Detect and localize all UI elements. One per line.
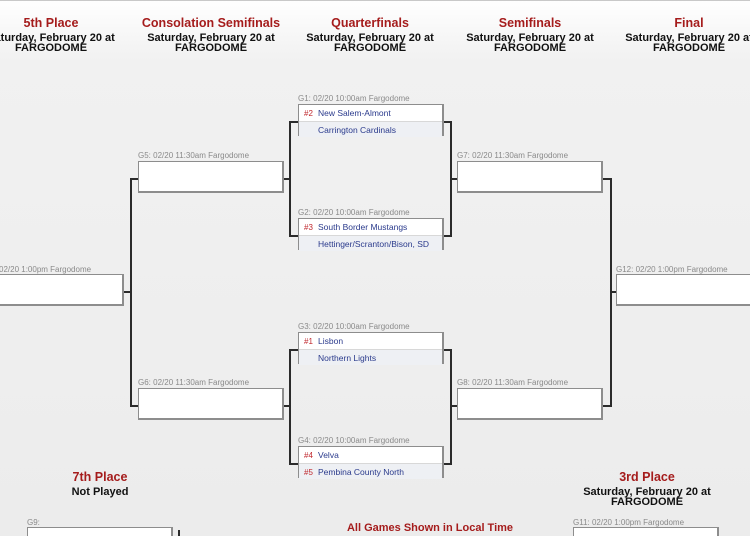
connector-line — [444, 463, 451, 465]
game-label-g6: G6: 02/20 11:30am Fargodome — [138, 378, 250, 387]
connector-line — [444, 235, 451, 237]
round-title-final: Final — [674, 16, 704, 30]
round-subtitle-quarterfinals: Saturday, February 20 at FARGODOME — [306, 32, 434, 54]
game-label-g5: G5: 02/20 11:30am Fargodome — [138, 151, 250, 160]
round-subtitle-final: Saturday, February 20 at FARGODOME — [625, 32, 750, 54]
team-seed: #5 — [304, 468, 313, 477]
team-seed: #4 — [304, 451, 313, 460]
connector-line — [610, 291, 616, 293]
team-name: Pembina County North — [318, 467, 404, 477]
game-label-g10: 02/20 1:00pm Fargodome — [0, 265, 92, 274]
connector-line — [178, 530, 180, 536]
connector-line — [290, 349, 298, 351]
connector-line — [284, 178, 290, 180]
round-title-semifinals: Semifinals — [498, 16, 562, 30]
round-title-3rd-place: 3rd Place — [619, 470, 675, 484]
connector-line — [450, 178, 457, 180]
team-name: New Salem-Almont — [318, 108, 391, 118]
round-subtitle-semifinals: Saturday, February 20 at FARGODOME — [466, 32, 594, 54]
connector-line — [289, 121, 291, 237]
game-label-g9: G9: — [27, 518, 40, 527]
round-subtitle-consolation-semifinals: Saturday, February 20 at FARGODOME — [147, 32, 275, 54]
game-box-g10[interactable] — [0, 274, 124, 306]
connector-line — [124, 291, 131, 293]
team-seed: #3 — [304, 223, 313, 232]
team-row[interactable]: Carrington Cardinals — [299, 121, 442, 137]
game-label-g4: G4: 02/20 10:00am Fargodome — [298, 436, 410, 445]
round-subtitle-7th-place: Not Played — [71, 486, 129, 498]
round-title-5th-place: 5th Place — [23, 16, 79, 30]
connector-line — [444, 349, 451, 351]
team-row[interactable]: Hettinger/Scranton/Bison, SD — [299, 235, 442, 251]
team-seed: #2 — [304, 109, 313, 118]
game-label-g2: G2: 02/20 10:00am Fargodome — [298, 208, 410, 217]
team-row[interactable]: #5 Pembina County North — [299, 463, 442, 479]
connector-line — [450, 405, 457, 407]
round-title-7th-place: 7th Place — [72, 470, 128, 484]
game-box-g3[interactable]: #1 Lisbon Northern Lights — [298, 332, 444, 365]
team-row[interactable]: #1 Lisbon — [299, 333, 442, 349]
round-title-quarterfinals: Quarterfinals — [331, 16, 409, 30]
connector-line — [290, 121, 298, 123]
game-box-g5[interactable] — [138, 161, 284, 193]
connector-line — [290, 463, 298, 465]
team-name: South Border Mustangs — [318, 222, 408, 232]
team-name: Velva — [318, 450, 339, 460]
team-row[interactable]: #4 Velva — [299, 447, 442, 463]
round-subtitle-3rd-place: Saturday, February 20 at FARGODOME — [583, 486, 711, 508]
game-label-g3: G3: 02/20 10:00am Fargodome — [298, 322, 410, 331]
team-row[interactable]: #2 New Salem-Almont — [299, 105, 442, 121]
connector-line — [131, 405, 138, 407]
team-seed: #1 — [304, 337, 313, 346]
connector-line — [450, 349, 452, 465]
connector-line — [130, 178, 132, 407]
game-box-g12[interactable] — [616, 274, 750, 306]
game-label-g1: G1: 02/20 10:00am Fargodome — [298, 94, 410, 103]
team-name: Carrington Cardinals — [318, 125, 396, 135]
connector-line — [284, 405, 290, 407]
game-label-g11: G11: 02/20 1:00pm Fargodome — [573, 518, 685, 527]
game-box-g6[interactable] — [138, 388, 284, 420]
game-box-g1[interactable]: #2 New Salem-Almont Carrington Cardinals — [298, 104, 444, 137]
team-name: Northern Lights — [318, 353, 377, 363]
team-name: Lisbon — [318, 336, 344, 346]
team-name: Hettinger/Scranton/Bison, SD — [318, 239, 430, 249]
game-box-g4[interactable]: #4 Velva #5 Pembina County North — [298, 446, 444, 479]
game-box-g11[interactable] — [573, 527, 719, 536]
connector-line — [603, 178, 611, 180]
round-subtitle-5th-place: Saturday, February 20 at FARGODOME — [0, 32, 115, 54]
game-label-g7: G7: 02/20 11:30am Fargodome — [457, 151, 569, 160]
connector-line — [290, 235, 298, 237]
connector-line — [603, 405, 611, 407]
local-time-notice: All Games Shown in Local Time — [346, 522, 514, 534]
game-box-g9[interactable] — [27, 527, 173, 536]
connector-line — [289, 349, 291, 465]
game-label-g8: G8: 02/20 11:30am Fargodome — [457, 378, 569, 387]
team-row[interactable]: Northern Lights — [299, 349, 442, 365]
game-label-g12: G12: 02/20 1:00pm Fargodome — [616, 265, 728, 274]
round-title-consolation-semifinals: Consolation Semifinals — [141, 16, 281, 30]
connector-line — [131, 178, 138, 180]
game-box-g2[interactable]: #3 South Border Mustangs Hettinger/Scrant… — [298, 218, 444, 251]
team-row[interactable]: #3 South Border Mustangs — [299, 219, 442, 235]
game-box-g7[interactable] — [457, 161, 603, 193]
game-box-g8[interactable] — [457, 388, 603, 420]
top-divider — [0, 0, 750, 1]
connector-line — [444, 121, 451, 123]
